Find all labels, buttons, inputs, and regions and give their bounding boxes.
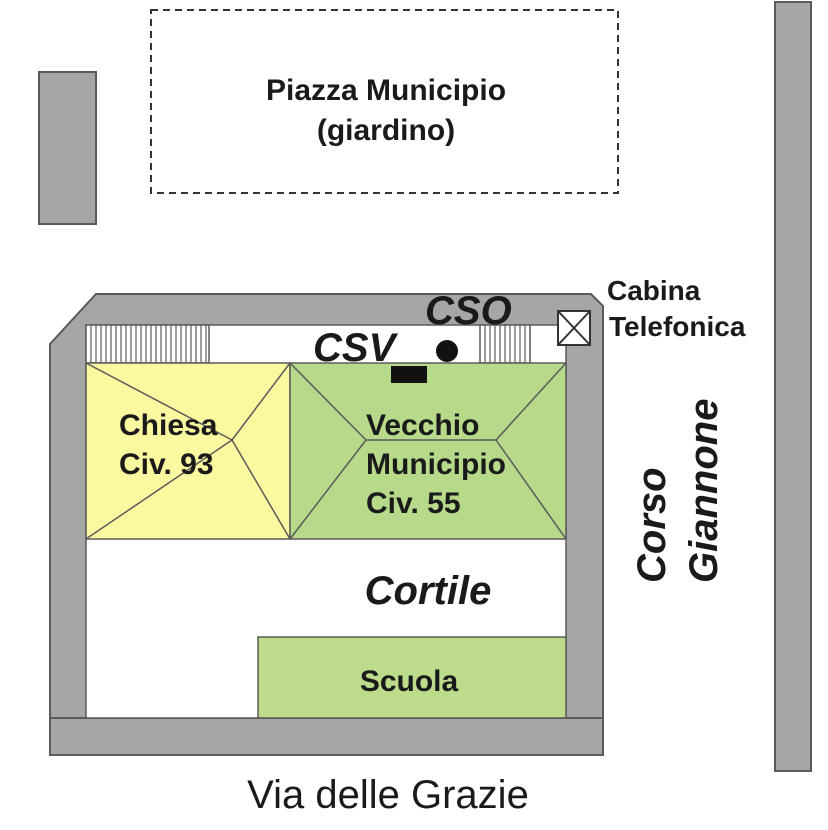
piazza-municipio-area [150, 9, 619, 194]
right-stairs [479, 324, 531, 364]
giannone-label: Giannone [682, 399, 726, 583]
cso-label: CSO [425, 289, 512, 333]
piazza-label-line2: (giardino) [317, 114, 455, 147]
piazza-label-line1: Piazza Municipio [266, 74, 506, 107]
csv-marker-icon [391, 366, 427, 383]
phone-booth-icon [557, 310, 591, 346]
left-stairs [85, 324, 210, 364]
municipio-label-line2: Municipio [366, 448, 506, 481]
cso-marker-icon [436, 340, 458, 362]
cabina-label-line2: Telefonica [609, 311, 746, 342]
left-building-block [38, 71, 97, 225]
municipio-label-line3: Civ. 55 [366, 487, 461, 520]
chiesa-label-line2: Civ. 93 [119, 448, 214, 481]
corso-label: Corso [630, 467, 674, 583]
via-delle-grazie-label: Via delle Grazie [247, 773, 529, 817]
corso-giannone-road [774, 1, 812, 772]
cabina-label-line1: Cabina [607, 275, 701, 306]
bottom-wall [49, 717, 604, 756]
chiesa-building [85, 362, 291, 540]
csv-label: CSV [313, 326, 399, 370]
scuola-label: Scuola [360, 665, 459, 698]
vecchio-municipio-building [289, 362, 567, 540]
chiesa-label-line1: Chiesa [119, 409, 218, 442]
cortile-label: Cortile [365, 569, 492, 613]
scuola-building [257, 636, 567, 719]
municipio-label-line1: Vecchio [366, 409, 479, 442]
